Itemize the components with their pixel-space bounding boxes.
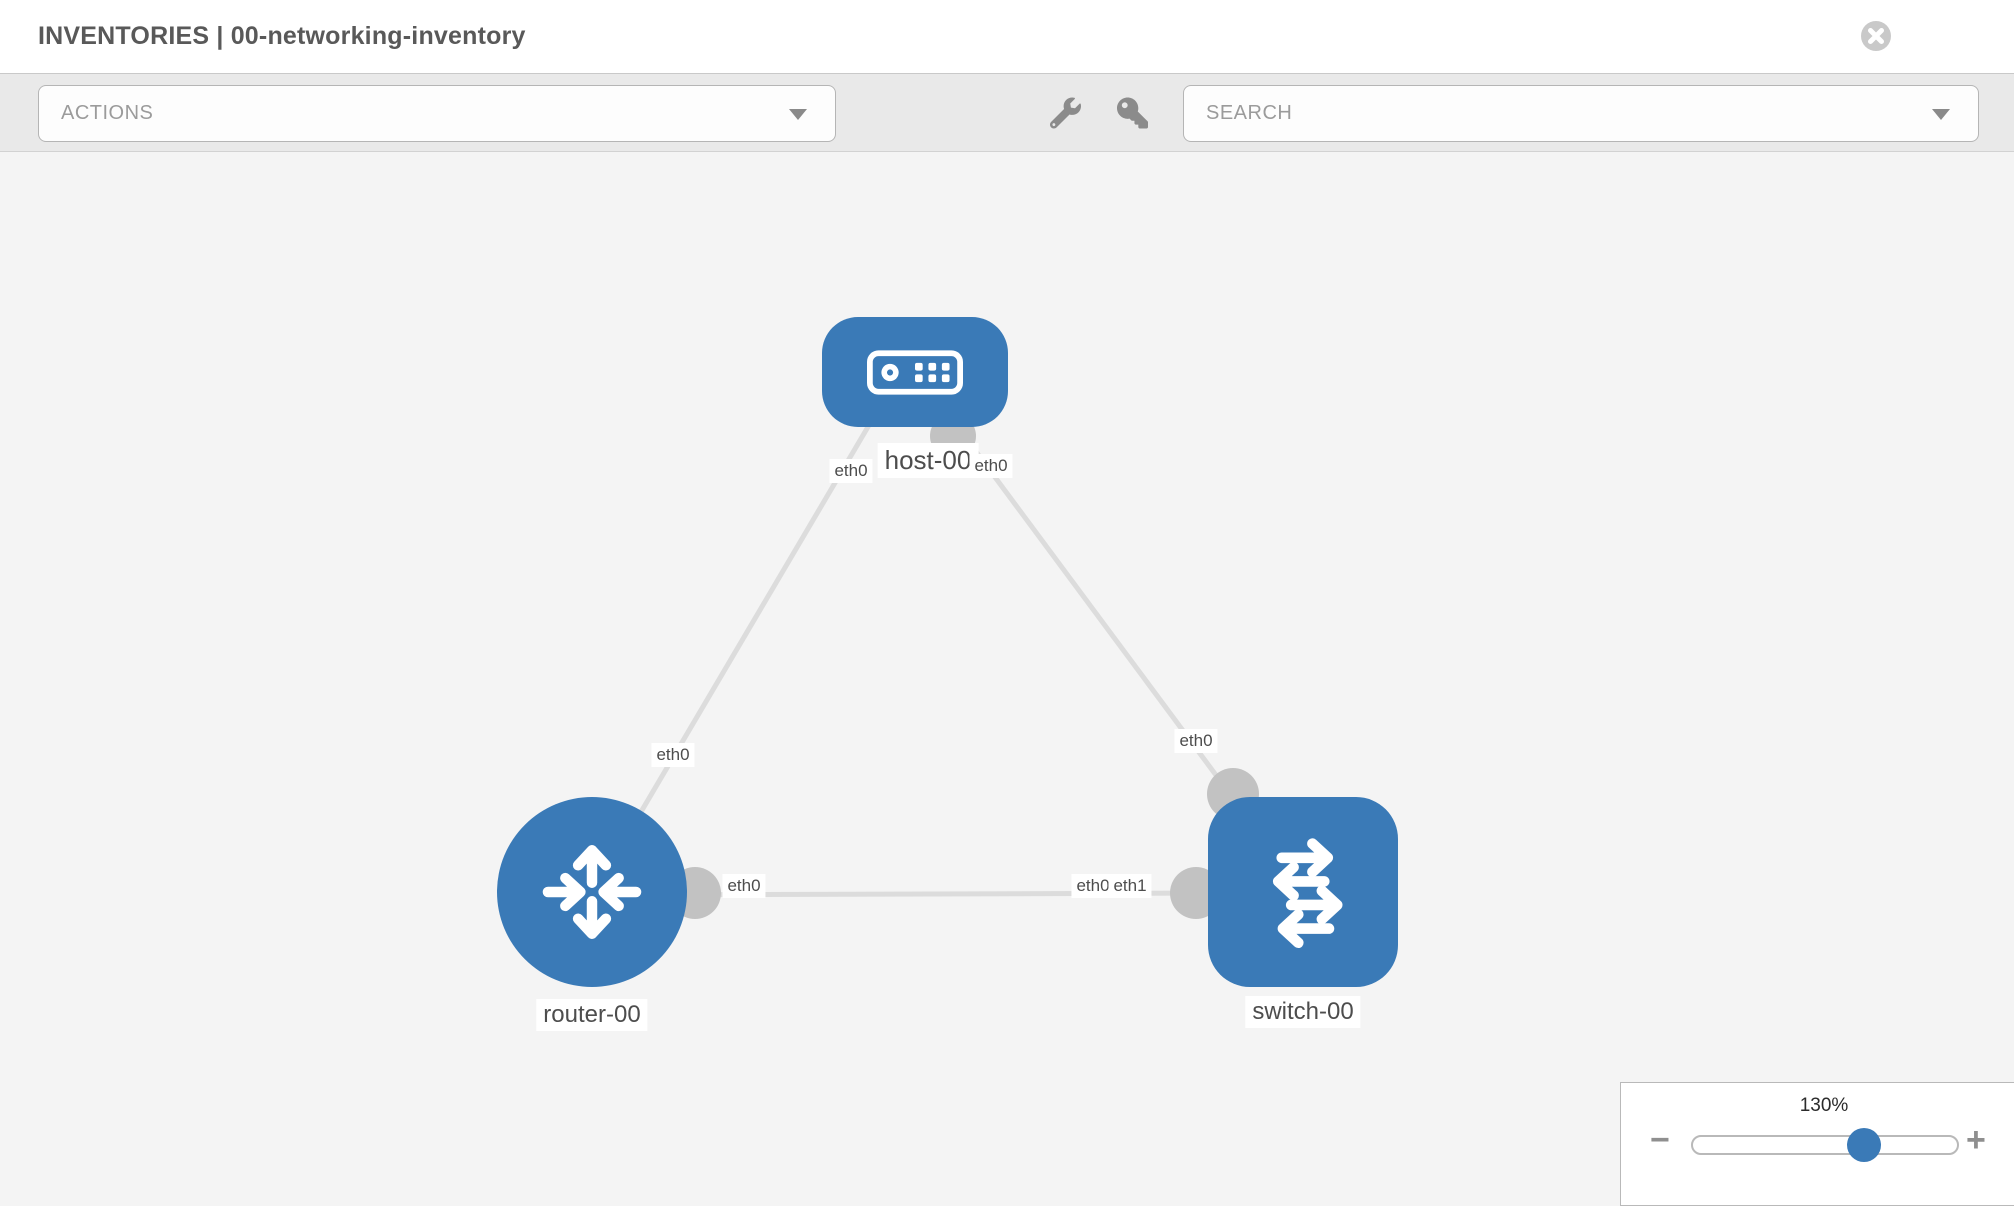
topology-canvas[interactable]: host-00 router-00 switch-00 eth0 eth0 et…: [0, 153, 2014, 1200]
node-host-00[interactable]: [822, 317, 1008, 427]
page-title: INVENTORIES | 00-networking-inventory: [38, 22, 526, 50]
topology-links: [589, 396, 1273, 919]
switch-icon: [1272, 838, 1343, 949]
node-label-host-00: host-00: [877, 443, 979, 478]
if-label-switch-eth0-uplink: eth0: [1174, 729, 1218, 753]
actions-dropdown[interactable]: ACTIONS: [38, 85, 836, 142]
header: INVENTORIES | 00-networking-inventory: [0, 0, 2014, 73]
if-label-router-eth0-uplink: eth0: [651, 743, 695, 767]
search-dropdown[interactable]: SEARCH: [1183, 85, 1979, 142]
zoom-percent-label: 130%: [1799, 1095, 1849, 1116]
node-router-00[interactable]: [497, 797, 687, 987]
host-icon: [867, 349, 963, 395]
caret-down-icon: [1932, 108, 1950, 120]
node-label-switch-00: switch-00: [1245, 996, 1361, 1028]
zoom-panel: 130% − +: [1620, 1082, 2014, 1206]
caret-down-icon: [789, 108, 807, 120]
if-label-router-eth0-mid: eth0: [722, 874, 766, 898]
if-label-switch-eth1: eth1: [1108, 874, 1152, 898]
node-label-router-00: router-00: [536, 999, 648, 1031]
node-switch-00[interactable]: [1208, 797, 1398, 987]
toolbar: ACTIONS SEARCH: [0, 73, 2014, 152]
router-icon: [542, 845, 642, 939]
zoom-slider-track[interactable]: [1691, 1135, 1959, 1155]
wrench-icon[interactable]: [1050, 97, 1081, 128]
if-label-host-eth0-right: eth0: [969, 454, 1013, 478]
key-icon[interactable]: [1117, 97, 1148, 128]
zoom-out-button[interactable]: −: [1650, 1121, 1670, 1159]
actions-dropdown-label: ACTIONS: [61, 102, 154, 124]
zoom-in-button[interactable]: +: [1966, 1121, 1986, 1159]
zoom-slider-thumb[interactable]: [1847, 1128, 1881, 1162]
if-label-host-eth0-left: eth0: [829, 459, 873, 483]
close-icon[interactable]: [1860, 20, 1892, 52]
if-label-switch-eth0-hidden: eth0: [1071, 874, 1115, 898]
search-placeholder: SEARCH: [1206, 102, 1293, 124]
